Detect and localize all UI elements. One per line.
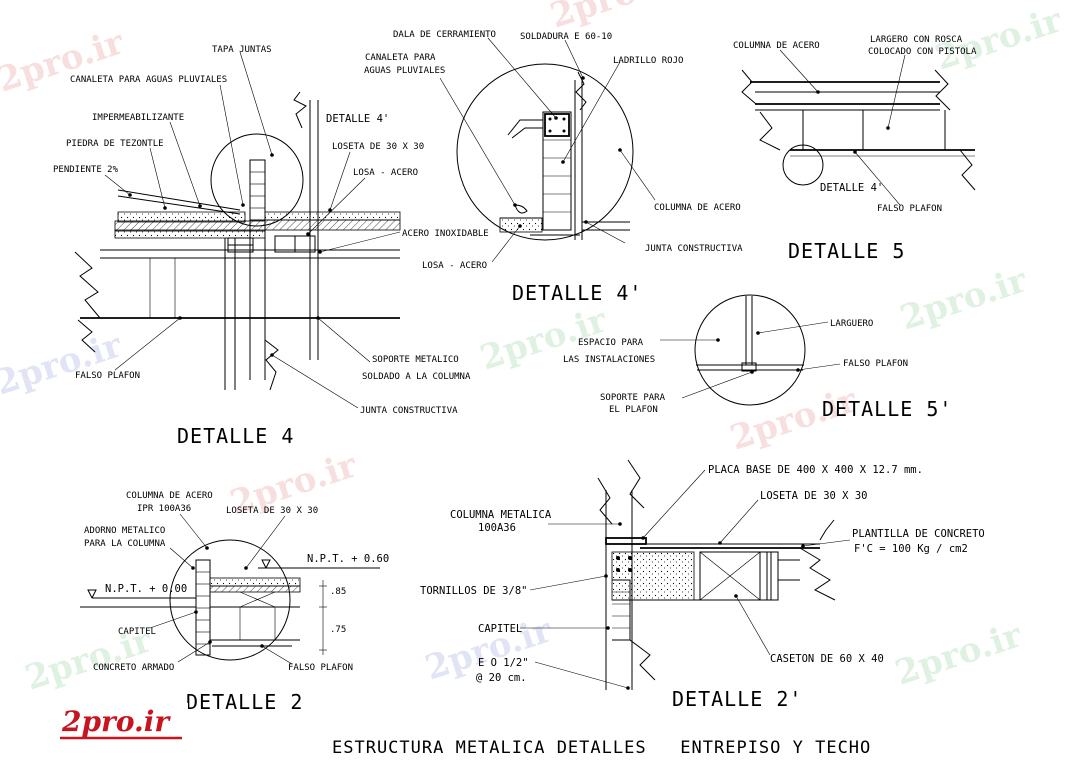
label-loseta: LOSETA DE 30 X 30 — [226, 506, 318, 516]
label-100a36: 100A36 — [478, 522, 516, 534]
label-columna-acero: COLUMNA DE ACERO — [126, 491, 213, 501]
label-at-20cm: @ 20 cm. — [476, 672, 527, 684]
label-loseta: LOSETA DE 30 X 30 — [332, 142, 424, 152]
label-larguero: LARGUERO — [830, 319, 873, 329]
label-ipr: IPR 100A36 — [137, 504, 191, 514]
label-soldado-columna: SOLDADO A LA COLUMNA — [362, 372, 471, 382]
title-detalle-5: DETALLE 5 — [788, 239, 905, 263]
detalle-4: TAPA JUNTAS CANALETA PARA AGUAS PLUVIALE… — [53, 45, 489, 448]
label-npt-000: N.P.T. + 0.00 — [105, 583, 187, 595]
label-espacio-para: ESPACIO PARA — [578, 338, 644, 348]
label-eo: E O 1/2" — [478, 657, 529, 669]
label-adorno-metalico: ADORNO METALICO — [84, 526, 165, 536]
label-fc: F'C = 100 Kg / cm2 — [854, 543, 968, 555]
label-junta-constructiva: JUNTA CONSTRUCTIVA — [360, 406, 458, 416]
label-tapa-juntas: TAPA JUNTAS — [212, 45, 272, 55]
label-falso-plafon: FALSO PLAFON — [288, 663, 353, 673]
label-pendiente: PENDIENTE 2% — [53, 165, 119, 175]
label-losa-acero: LOSA - ACERO — [353, 168, 418, 178]
watermark: 2pro.ir — [0, 325, 128, 404]
label-columna-acero: COLUMNA DE ACERO — [733, 41, 820, 51]
title-detalle-5p: DETALLE 5' — [822, 397, 952, 421]
label-detalle-4p-ref: DETALLE 4' — [326, 113, 389, 125]
detalle-5: COLUMNA DE ACERO LARGERO CON ROSCA COLOC… — [733, 35, 977, 263]
label-falso-plafon: FALSO PLAFON — [843, 359, 908, 369]
title-detalle-4p: DETALLE 4' — [512, 281, 642, 305]
label-columna-acero: COLUMNA DE ACERO — [654, 203, 741, 213]
label-tornillos: TORNILLOS DE 3/8" — [420, 585, 527, 597]
title-detalle-4: DETALLE 4 — [177, 424, 294, 448]
label-capitel: CAPITEL — [478, 623, 522, 635]
label-detalle-4p-ref: DETALLE 4' — [820, 182, 883, 194]
detalle-2: COLUMNA DE ACERO IPR 100A36 LOSETA DE 30… — [80, 491, 389, 714]
label-soporte-para: SOPORTE PARA — [600, 393, 666, 403]
label-loseta: LOSETA DE 30 X 30 — [760, 490, 867, 502]
label-losa-acero: LOSA - ACERO — [422, 261, 487, 271]
label-para-la-columna: PARA LA COLUMNA — [84, 539, 166, 549]
watermark: 2pro.ir — [0, 22, 130, 101]
label-canaleta: CANALETA PARA AGUAS PLUVIALES — [70, 75, 227, 85]
label-las-instalaciones: LAS INSTALACIONES — [563, 355, 655, 365]
label-largero-rosca: LARGERO CON ROSCA — [870, 35, 963, 45]
label-canaleta-1: CANALETA PARA — [365, 53, 436, 63]
label-caseton: CASETON DE 60 X 40 — [770, 653, 884, 665]
detalle-2-prime: PLACA BASE DE 400 X 400 X 12.7 mm. COLUM… — [420, 459, 985, 711]
label-ladrillo-rojo: LADRILLO ROJO — [613, 56, 683, 66]
detalle-4-prime: DALA DE CERRAMIENTO SOLDADURA E 60-10 CA… — [364, 30, 743, 305]
label-plantilla-concreto: PLANTILLA DE CONCRETO — [852, 528, 985, 540]
logo-2pro: 2pro.ir — [52, 703, 188, 740]
label-acero-inoxidable: ACERO INOXIDABLE — [402, 229, 489, 239]
label-impermeabilizante: IMPERMEABILIZANTE — [92, 113, 184, 123]
label-piedra-tezontle: PIEDRA DE TEZONTLE — [66, 139, 164, 149]
logo-text: 2pro.ir — [61, 705, 171, 738]
title-detalle-2: DETALLE 2 — [186, 690, 303, 714]
label-capitel: CAPITEL — [118, 627, 156, 637]
title-detalle-2p: DETALLE 2' — [672, 687, 802, 711]
label-columna-metalica: COLUMNA METALICA — [450, 509, 552, 521]
sheet-title: ESTRUCTURA METALICA DETALLES ENTREPISO Y… — [332, 738, 871, 758]
detalle-5-prime: LARGUERO ESPACIO PARA LAS INSTALACIONES … — [563, 294, 952, 421]
label-canaleta-2: AGUAS PLUVIALES — [364, 66, 445, 76]
label-colocado-pistola: COLOCADO CON PISTOLA — [868, 47, 977, 57]
label-npt-060: N.P.T. + 0.60 — [307, 553, 389, 565]
label-soporte-metalico: SOPORTE METALICO — [372, 355, 459, 365]
label-placa-base: PLACA BASE DE 400 X 400 X 12.7 mm. — [708, 464, 923, 476]
label-falso-plafon: FALSO PLAFON — [877, 204, 942, 214]
label-dim-75: .75 — [330, 625, 346, 635]
label-soldadura: SOLDADURA E 60-10 — [520, 32, 612, 42]
watermark: 2pro.ir — [890, 615, 1027, 694]
label-junta-constructiva: JUNTA CONSTRUCTIVA — [645, 244, 743, 254]
label-concreto-armado: CONCRETO ARMADO — [93, 663, 174, 673]
watermark: 2pro.ir — [895, 260, 1032, 339]
label-dim-85: .85 — [330, 587, 346, 597]
label-falso-plafon: FALSO PLAFON — [75, 371, 140, 381]
label-el-plafon: EL PLAFON — [609, 405, 658, 415]
label-dala-cerramiento: DALA DE CERRAMIENTO — [393, 30, 496, 40]
